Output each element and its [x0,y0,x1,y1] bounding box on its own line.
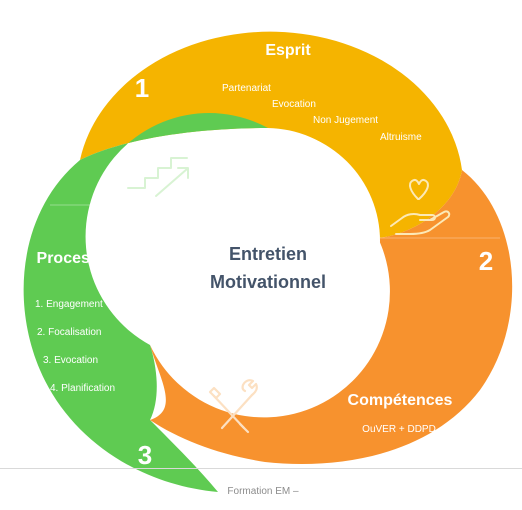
segment-number-2: 2 [479,246,493,276]
segment-number-1: 1 [135,73,149,103]
segment-number-3: 3 [138,440,152,470]
center-title-line1: Entretien [229,244,307,264]
segment-esprit [80,31,462,238]
segment-title-competences: Compétences [348,392,453,409]
segment-title-processus: Processus [37,250,118,267]
segment-processus [23,113,268,493]
footer-divider [0,468,522,469]
tools-icon [208,379,258,434]
esprit-item: Evocation [272,99,316,110]
competences-item: OuVER + DDPD [362,424,436,435]
stairs-arrow-icon [127,157,189,197]
segment-title-esprit: Esprit [265,42,311,59]
esprit-item: Non Jugement [313,115,378,126]
processus-item: 3. Evocation [43,355,98,366]
footer-text: Formation EM – [227,486,299,497]
processus-item: 1. Engagement [35,299,103,310]
center-title-line2: Motivationnel [210,272,326,292]
segment-competences [150,170,513,464]
processus-item: 4. Planification [50,383,115,394]
esprit-item: Altruisme [380,132,422,143]
hand-heart-icon [390,178,451,235]
processus-item: 2. Focalisation [37,327,101,338]
esprit-item: Partenariat [222,83,271,94]
center-circle [156,129,380,353]
